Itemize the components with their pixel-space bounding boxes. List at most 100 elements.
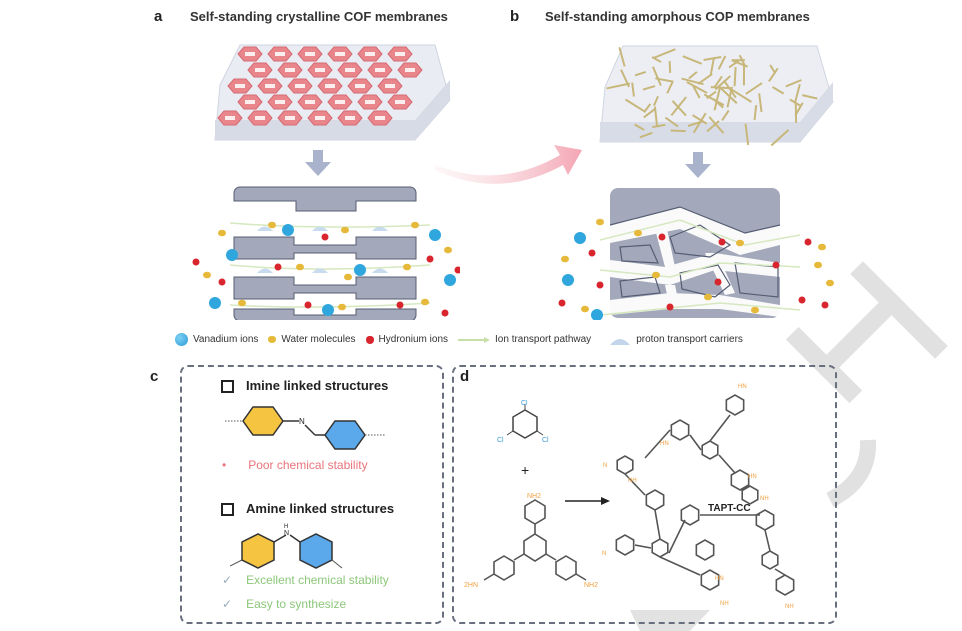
benzene-ring — [615, 534, 635, 556]
watermark-stroke — [813, 289, 905, 381]
water-molecule — [296, 263, 304, 271]
pore-opening — [325, 84, 335, 88]
atom-label: NH — [628, 478, 637, 484]
water-molecule — [581, 305, 589, 313]
ion-transport-pathway — [229, 222, 431, 228]
water-molecule — [403, 263, 411, 271]
pore-opening — [245, 52, 255, 56]
cop-membrane-illustration — [599, 45, 834, 147]
hydronium-ion — [666, 303, 674, 311]
network-strand — [668, 61, 672, 73]
network-strand — [703, 56, 722, 62]
pore-opening — [335, 100, 345, 104]
pore-opening — [385, 84, 395, 88]
network-strand — [703, 93, 725, 106]
hydronium-ion — [558, 299, 566, 307]
water-molecule — [341, 226, 349, 234]
water-molecule — [596, 218, 604, 226]
bond — [668, 519, 686, 554]
pore-opening — [285, 68, 295, 72]
bond — [634, 544, 652, 549]
atom-label: NH — [720, 601, 729, 607]
cl-label: Cl — [521, 400, 528, 407]
water-molecule — [826, 279, 834, 287]
plus-sign: + — [521, 462, 530, 478]
panel-d-box — [452, 365, 837, 624]
water-molecule — [818, 243, 826, 251]
atom-label: N — [603, 463, 607, 469]
network-strand — [642, 85, 656, 91]
hydronium-ion — [714, 278, 722, 286]
network-strand — [682, 55, 703, 65]
water-molecule — [652, 271, 660, 279]
network-strand — [692, 114, 708, 125]
network-strand — [713, 87, 721, 111]
pore-opening — [275, 100, 285, 104]
vanadium-ion — [574, 232, 586, 244]
amine-point: ✓Excellent chemical stability — [222, 573, 389, 587]
network-strand — [771, 86, 785, 95]
legend-label: proton transport carriers — [636, 334, 743, 345]
pore-opening — [315, 68, 325, 72]
hydronium-ion — [426, 255, 434, 263]
pore-opening — [255, 68, 265, 72]
hydronium-ion — [772, 261, 780, 269]
proton-carrier — [372, 226, 388, 231]
network-strand — [618, 47, 626, 67]
network-strand — [768, 67, 779, 82]
network-strand — [670, 96, 687, 116]
network-strand — [692, 112, 707, 134]
water-molecule — [268, 221, 276, 229]
network-strand — [697, 73, 713, 85]
vanadium-ion — [562, 274, 574, 286]
network-strand — [717, 55, 727, 70]
cyanuric-chloride-structure: Cl Cl Cl — [497, 400, 549, 444]
pore-opening — [225, 116, 235, 120]
network-strand — [713, 75, 723, 88]
proton-carrier — [257, 226, 273, 231]
hydronium-ion — [304, 301, 312, 309]
network-strand — [758, 93, 763, 113]
pore-opening — [355, 84, 365, 88]
hydronium-ion — [588, 249, 596, 257]
water-molecule — [411, 221, 419, 229]
water-molecule — [634, 229, 642, 237]
vanadium-ion — [322, 304, 334, 316]
bond — [764, 529, 771, 552]
amine-n-atom: N — [284, 530, 289, 537]
network-strand — [631, 82, 635, 97]
nh2-label: NH2 — [527, 493, 541, 500]
pore-opening — [395, 52, 405, 56]
hydronium-ion — [192, 258, 200, 266]
amine-h-atom: H — [284, 524, 288, 530]
blue-dome-icon — [610, 338, 631, 345]
nh2-label: NH2 — [584, 582, 598, 589]
network-strand — [785, 79, 802, 88]
watermark-stroke — [850, 261, 948, 359]
cl-label: Cl — [542, 437, 549, 444]
pore-opening — [295, 84, 305, 88]
atom-label: NH — [760, 496, 769, 502]
hydronium-ion — [321, 233, 329, 241]
atom-label: HN — [715, 576, 724, 582]
triazine-ring — [651, 538, 669, 558]
proton-carrier — [312, 226, 328, 231]
network-strand — [738, 54, 747, 67]
hydronium-ion — [804, 238, 812, 246]
network-strand — [753, 105, 758, 121]
green-arrow-icon — [458, 336, 491, 343]
pore-opening — [335, 52, 345, 56]
checkbox-square-icon — [221, 380, 234, 394]
legend-item: Ion transport pathway — [458, 334, 591, 345]
down-arrow-icon — [685, 152, 711, 178]
network-strand — [653, 48, 676, 59]
atom-label: N — [602, 551, 606, 557]
pore-opening — [345, 68, 355, 72]
network-strand — [624, 98, 646, 113]
panel-c-box — [180, 365, 444, 624]
water-molecule — [238, 299, 246, 307]
reaction-arrow-icon — [565, 497, 610, 505]
amine-point: ✓Easy to synthesize — [222, 597, 346, 611]
atom-label: HN — [660, 441, 669, 447]
